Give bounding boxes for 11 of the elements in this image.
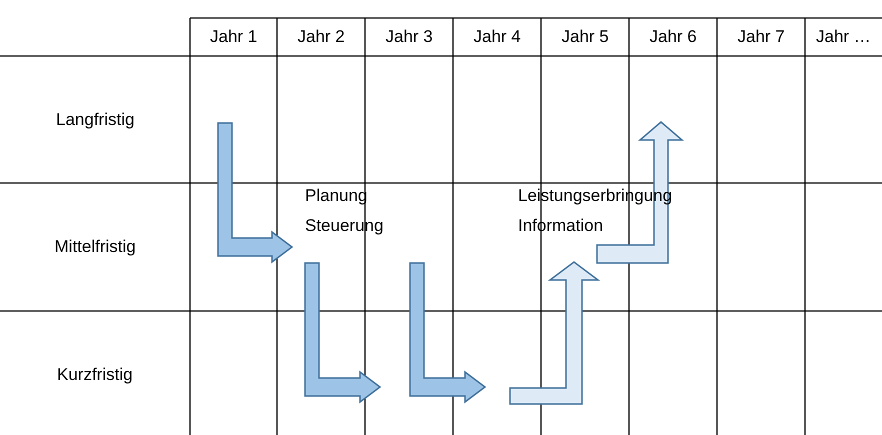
row-label: Langfristig [56,110,134,130]
row-label: Mittelfristig [54,237,136,257]
column-header: Jahr 1 [210,27,258,47]
column-header: Jahr 2 [298,27,345,47]
column-header: Jahr 4 [474,27,521,47]
column-header: Jahr 5 [562,27,609,47]
column-header: Jahr 7 [738,27,785,47]
row-label: Kurzfristig [57,365,133,385]
column-header: Jahr … [816,27,871,47]
column-header: Jahr 3 [386,27,433,47]
column-header: Jahr 6 [650,27,697,47]
